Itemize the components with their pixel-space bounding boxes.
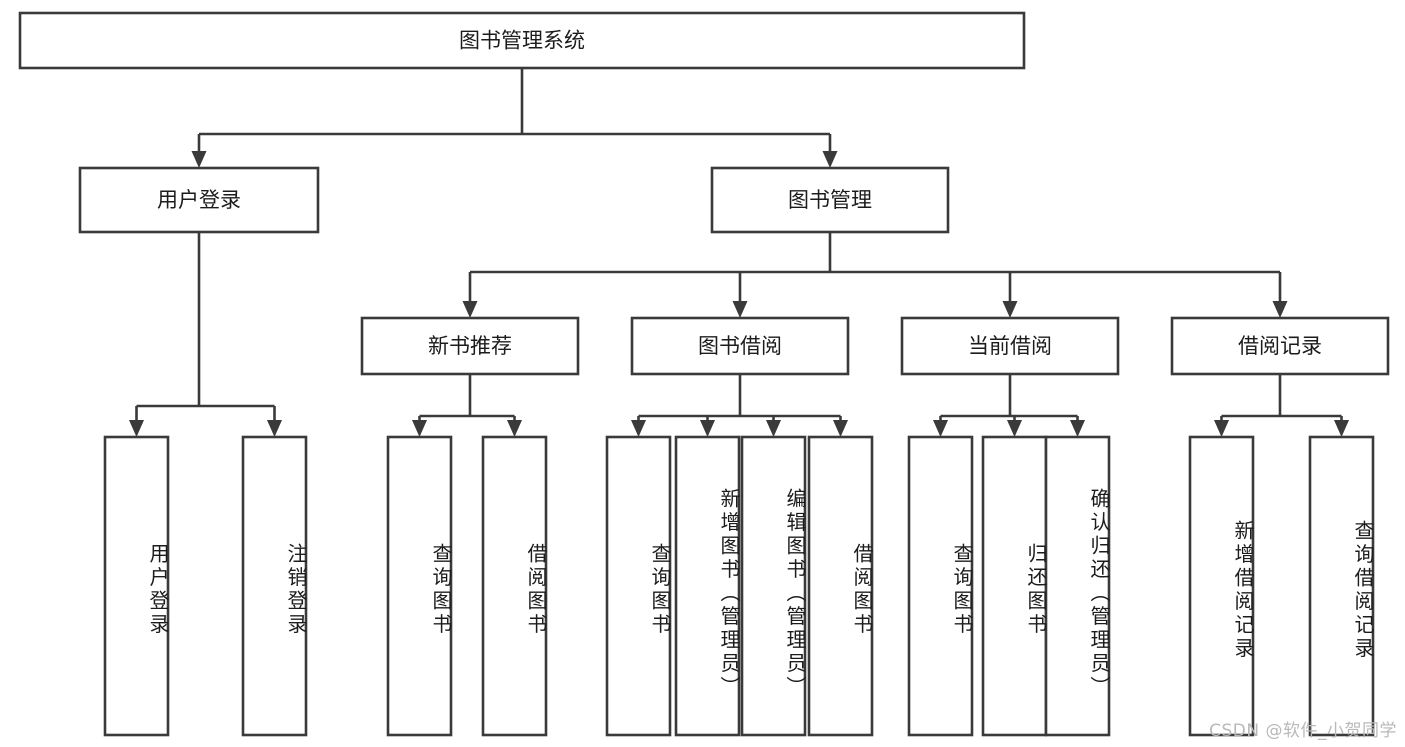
- node-label-level2-0: 用户登录: [157, 188, 241, 212]
- connector-arrowhead: [462, 301, 478, 318]
- csdn-watermark: CSDN @软件_小贺同学: [1209, 721, 1397, 741]
- connector-arrowhead: [267, 420, 282, 437]
- connector-arrowhead: [412, 420, 427, 437]
- node-box-leaf-6[interactable]: [740, 435, 807, 737]
- node-label-level3-0: 新书推荐: [428, 334, 512, 358]
- node-box-leaf-7[interactable]: [807, 435, 874, 737]
- connector-arrowhead: [191, 151, 207, 168]
- connector-arrowhead: [129, 420, 144, 437]
- node-label-level3-3: 借阅记录: [1238, 334, 1322, 358]
- node-label-level3-1: 图书借阅: [698, 334, 782, 358]
- node-box-leaf-4[interactable]: [605, 435, 672, 737]
- node-box-leaf-8[interactable]: [907, 435, 974, 737]
- connector-arrowhead: [1007, 420, 1022, 437]
- node-box-leaf-12[interactable]: [1308, 435, 1375, 737]
- node-box-leaf-11[interactable]: [1188, 435, 1255, 737]
- node-label-root: 图书管理系统: [459, 29, 585, 53]
- connector-arrowhead: [822, 151, 838, 168]
- node-boxes-layer: [18, 11, 1390, 737]
- node-box-level3-2[interactable]: [900, 316, 1120, 376]
- connector-arrowhead: [1272, 301, 1288, 318]
- connector-arrowhead: [700, 420, 715, 437]
- connector-arrowhead: [1070, 420, 1085, 437]
- connector-arrowhead: [766, 420, 781, 437]
- node-box-leaf-0[interactable]: [103, 435, 170, 737]
- node-label-level2-1: 图书管理: [788, 188, 872, 212]
- node-box-level3-0[interactable]: [360, 316, 580, 376]
- connectors-layer: [129, 68, 1349, 437]
- connector-arrowhead: [631, 420, 646, 437]
- node-box-level2-0[interactable]: [78, 166, 320, 234]
- node-box-root[interactable]: [18, 11, 1026, 70]
- node-box-leaf-2[interactable]: [386, 435, 453, 737]
- connector-arrowhead: [507, 420, 522, 437]
- connector-arrowhead: [732, 301, 748, 318]
- connector-arrowhead: [933, 420, 948, 437]
- node-box-leaf-10[interactable]: [1044, 435, 1111, 737]
- connector-arrowhead: [1334, 420, 1349, 437]
- node-box-leaf-3[interactable]: [481, 435, 548, 737]
- connector-arrowhead: [1214, 420, 1229, 437]
- node-box-leaf-5[interactable]: [674, 435, 741, 737]
- node-label-level3-2: 当前借阅: [968, 334, 1052, 358]
- node-box-leaf-1[interactable]: [241, 435, 308, 737]
- connector-arrowhead: [833, 420, 848, 437]
- node-box-leaf-9[interactable]: [981, 435, 1048, 737]
- connector-arrowhead: [1002, 301, 1018, 318]
